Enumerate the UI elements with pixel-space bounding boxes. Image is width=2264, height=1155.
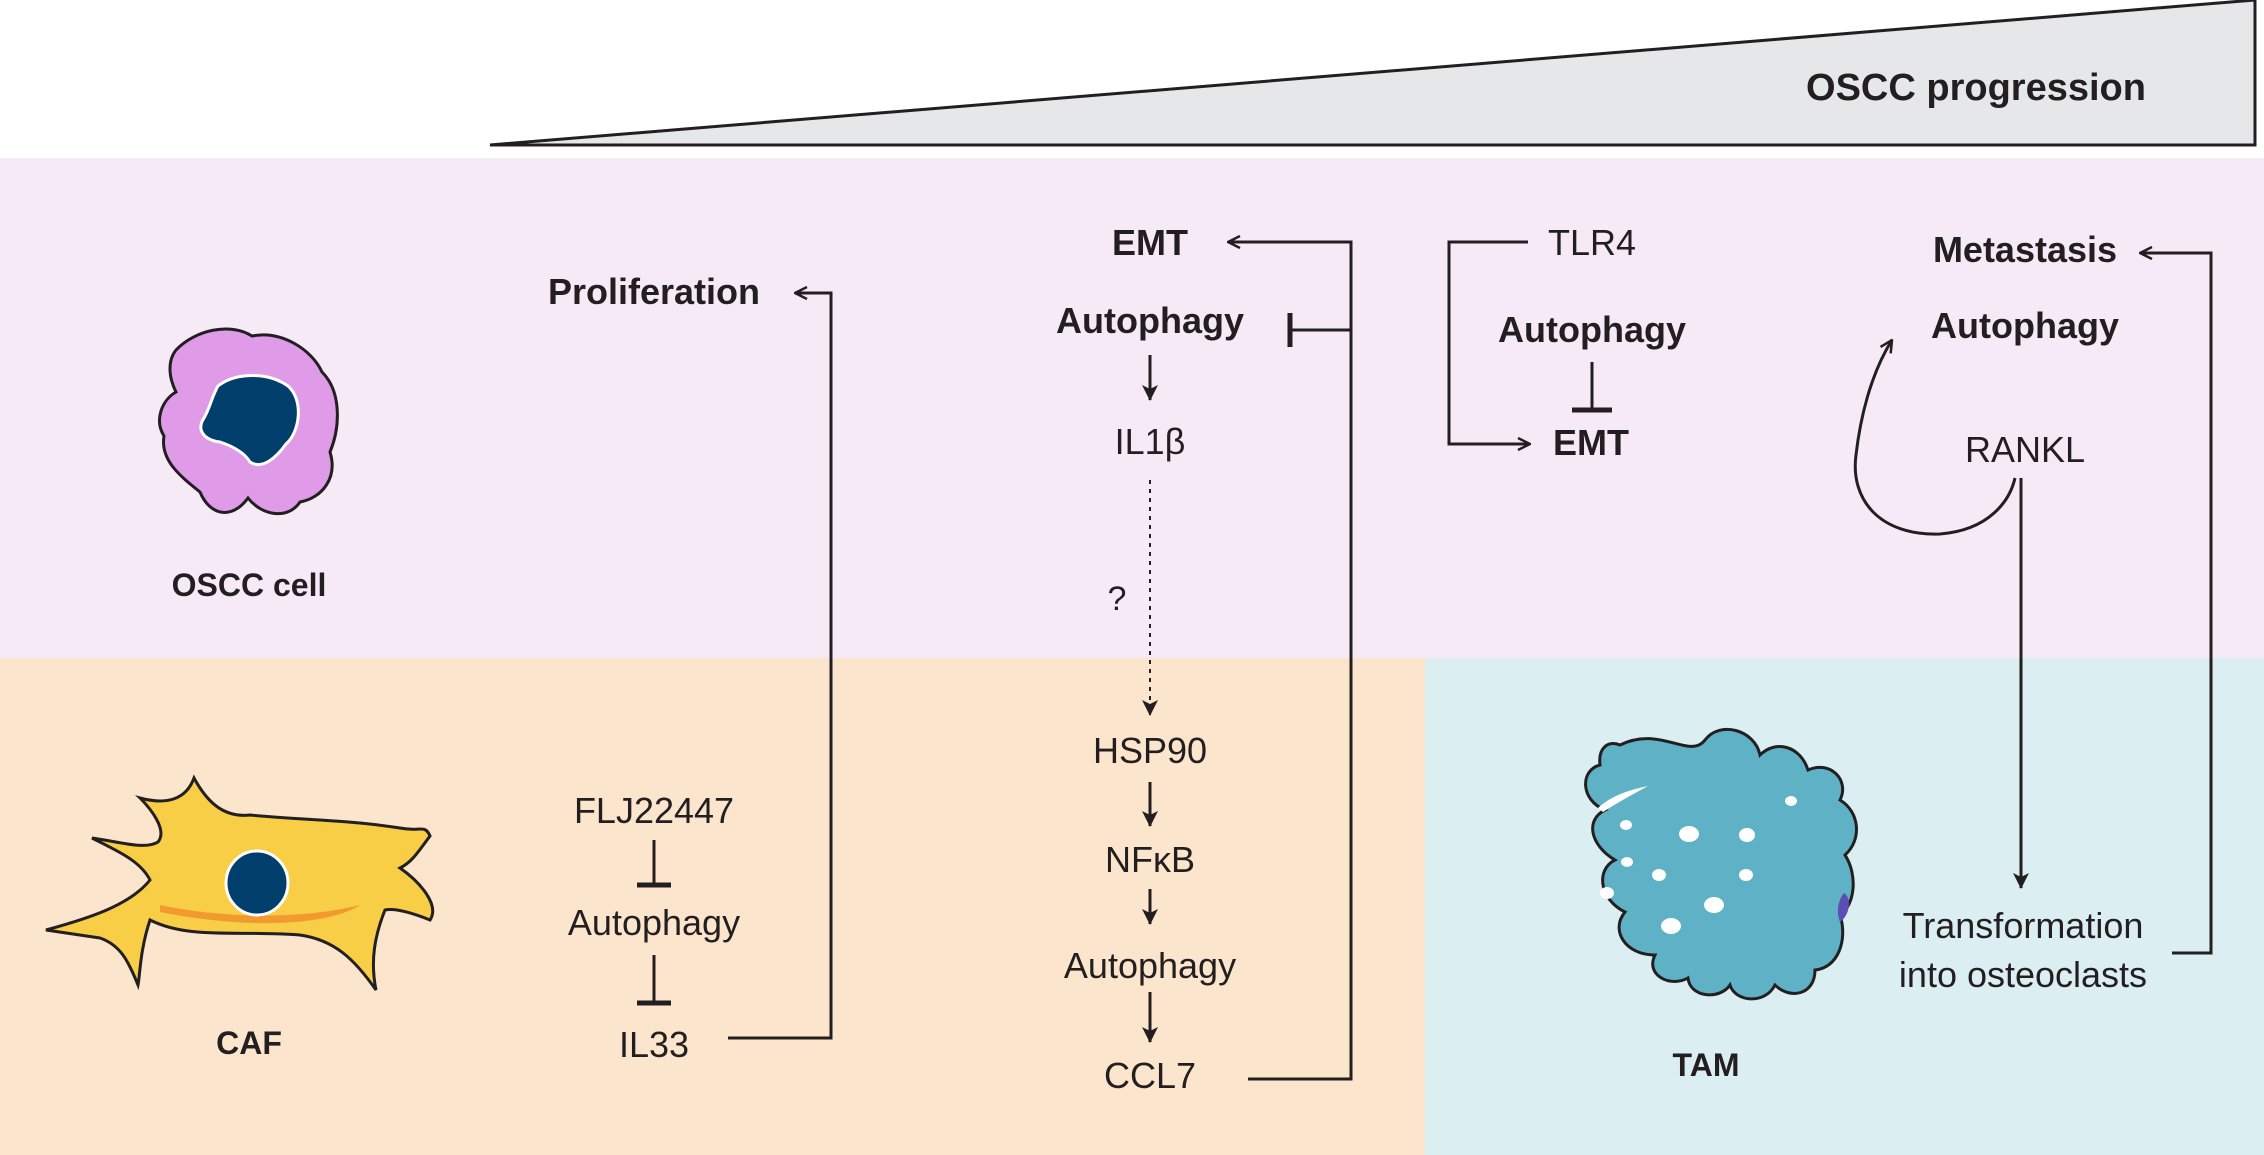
- tam-vesicle: [1704, 897, 1724, 913]
- tam-highlight: [1598, 786, 1648, 812]
- il33-label: IL33: [619, 1024, 689, 1065]
- oscc-cell-illustration: [158, 327, 339, 516]
- autophagy-label-bottom: Autophagy: [1064, 945, 1236, 986]
- tam-vesicle: [1652, 869, 1666, 881]
- transformation-to-metastasis-arrow: [2140, 253, 2213, 955]
- hsp90-label: HSP90: [1093, 730, 1207, 771]
- ccl7-to-emt-arrow: [1228, 242, 1353, 1081]
- emt-label-2: EMT: [1553, 422, 1629, 463]
- oscc-cell-label: OSCC cell: [172, 567, 327, 603]
- transformation-label-line2: into osteoclasts: [1899, 954, 2147, 995]
- caf-label: CAF: [216, 1025, 282, 1061]
- tam-vesicle: [1739, 869, 1753, 881]
- nfkb-label: NFκB: [1105, 839, 1195, 880]
- caf-illustration: [45, 774, 435, 991]
- oscc-region: [0, 158, 2264, 658]
- rankl-autophagy-label: Autophagy: [1931, 305, 2119, 346]
- tam-label: TAM: [1673, 1047, 1740, 1083]
- progression-wedge: [489, 0, 2257, 147]
- tam-vesicle: [1620, 820, 1632, 830]
- tam-vesicle: [1785, 796, 1797, 806]
- caf-streak: [160, 905, 360, 924]
- tlr4-autophagy-label: Autophagy: [1498, 309, 1686, 350]
- rankl-to-autophagy-loop-arrow: [1853, 340, 2017, 536]
- transformation-label-line1: Transformation: [1903, 905, 2144, 946]
- tam-vesicle: [1739, 828, 1755, 842]
- tlr4-to-emt-arrow: [1447, 240, 1530, 444]
- proliferation-label: Proliferation: [548, 271, 760, 312]
- il1b-label: IL1β: [1115, 421, 1186, 462]
- emt-label-1: EMT: [1112, 222, 1188, 263]
- tam-vesicle: [1679, 826, 1699, 842]
- tam-vesicle: [1621, 857, 1633, 867]
- tam-illustration: [1584, 727, 1858, 1001]
- caf-nucleus: [224, 849, 290, 917]
- tlr4-label: TLR4: [1548, 222, 1636, 263]
- autophagy-label-top: Autophagy: [1056, 300, 1244, 341]
- tam-granule: [1837, 893, 1849, 922]
- flj22447-label: FLJ22447: [574, 790, 734, 831]
- unknown-mechanism-label: ?: [1108, 580, 1127, 618]
- rankl-label: RANKL: [1965, 429, 2085, 470]
- tam-vesicle: [1600, 887, 1614, 899]
- caf-autophagy-label: Autophagy: [568, 902, 740, 943]
- progression-label: OSCC progression: [1806, 67, 2146, 109]
- ccl7-label: CCL7: [1104, 1055, 1196, 1096]
- metastasis-label: Metastasis: [1933, 229, 2117, 270]
- il33-to-proliferation-arrow: [728, 293, 833, 1040]
- oscc-cell-nucleus: [199, 374, 300, 467]
- tam-vesicle: [1661, 918, 1681, 934]
